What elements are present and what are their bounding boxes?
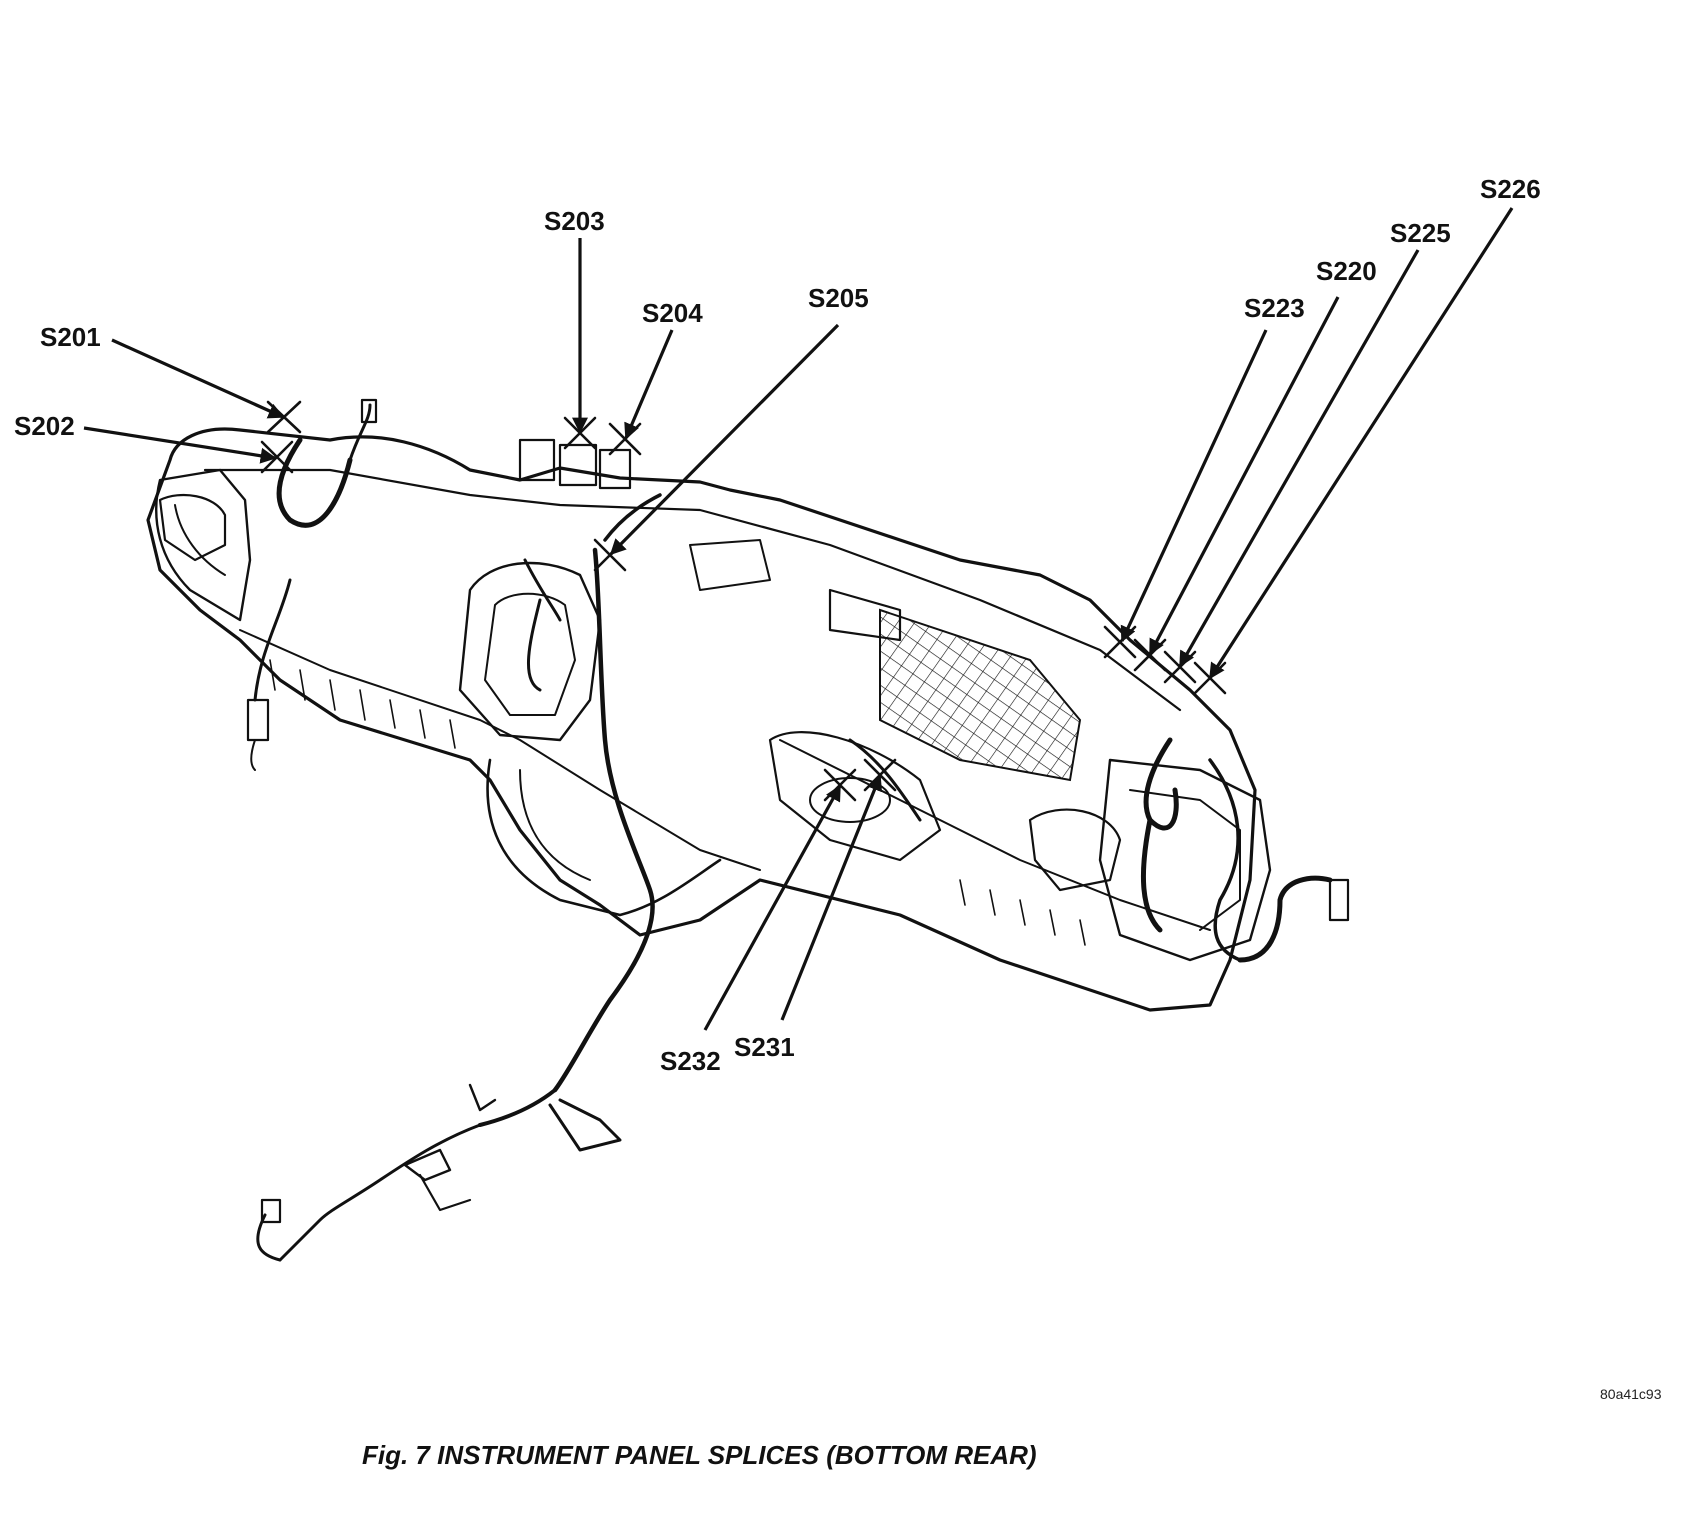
callout-s201: S201 xyxy=(40,322,101,352)
callout-s231: S231 xyxy=(734,1032,795,1062)
callout-s225: S225 xyxy=(1390,218,1451,248)
callout-s232: S232 xyxy=(660,1046,721,1076)
wiring-harness xyxy=(246,398,1350,1262)
mesh-grille xyxy=(879,608,1082,782)
callout-s220: S220 xyxy=(1316,256,1377,286)
callout-s202: S202 xyxy=(14,411,75,441)
art-id: 80a41c93 xyxy=(1600,1386,1662,1402)
callout-s203: S203 xyxy=(544,206,605,236)
callout-s223: S223 xyxy=(1244,293,1305,323)
callout-s226: S226 xyxy=(1480,174,1541,204)
instrument-panel-outline xyxy=(146,427,1272,1012)
leader-lines xyxy=(83,207,1514,1031)
callout-s205: S205 xyxy=(808,283,869,313)
figure-caption: Fig. 7 INSTRUMENT PANEL SPLICES (BOTTOM … xyxy=(362,1440,1037,1470)
callout-s204: S204 xyxy=(642,298,703,328)
